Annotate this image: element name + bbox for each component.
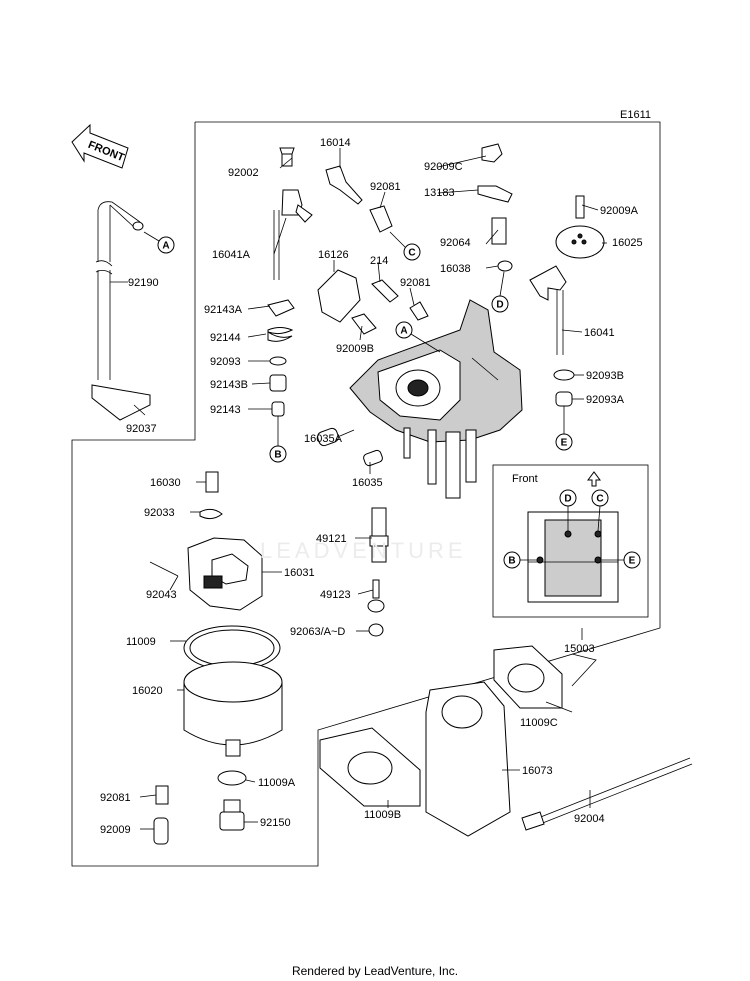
label-16073: 16073 xyxy=(522,765,553,777)
label-214: 214 xyxy=(370,255,388,267)
label-92144: 92144 xyxy=(210,332,241,344)
choke-lever-assembly xyxy=(267,147,313,417)
label-92093b: 92093B xyxy=(586,370,624,382)
label-13183: 13183 xyxy=(424,187,455,199)
diagram-code: E1611 xyxy=(620,109,651,121)
label-92143: 92143 xyxy=(210,404,241,416)
ref-a-body: A xyxy=(400,326,407,337)
label-16025: 16025 xyxy=(612,237,643,249)
watermark: LEADVENTURE xyxy=(260,538,467,563)
diaphragm-drawing xyxy=(317,269,361,323)
leader-lines xyxy=(110,148,607,830)
front-arrow-icon: FRONT xyxy=(71,123,129,169)
label-11009c: 11009C xyxy=(520,717,558,729)
drain-screw-drawing xyxy=(153,770,247,845)
intake-gaskets-drawing xyxy=(319,645,693,837)
label-92037: 92037 xyxy=(126,423,157,435)
label-16014: 16014 xyxy=(320,137,351,149)
pilot-screw-drawing xyxy=(325,165,393,233)
label-16038: 16038 xyxy=(440,263,471,275)
label-16035a: 16035A xyxy=(304,433,343,445)
bracket-15003 xyxy=(571,653,597,687)
float-bowl-assembly xyxy=(149,471,389,757)
inset-ref-b: B xyxy=(508,556,515,567)
ref-d: D xyxy=(496,300,503,311)
label-11009: 11009 xyxy=(126,636,156,648)
label-92033: 92033 xyxy=(144,507,175,519)
inset-title: Front xyxy=(512,473,538,485)
ref-e: E xyxy=(561,438,568,449)
label-92063: 92063/A~D xyxy=(290,626,345,638)
label-92081-a: 92081 xyxy=(370,181,401,193)
label-16035: 16035 xyxy=(352,477,383,489)
label-11009a: 11009A xyxy=(258,777,296,789)
label-15003: 15003 xyxy=(564,643,595,655)
label-16020: 16020 xyxy=(132,685,163,697)
label-92093: 92093 xyxy=(210,356,241,368)
label-92009a: 92009A xyxy=(600,205,639,217)
label-11009b: 11009B xyxy=(364,809,401,821)
label-16041a: 16041A xyxy=(212,249,251,261)
label-92143a: 92143A xyxy=(204,304,243,316)
part-labels: 16014 92002 92081 92009C 13183 92009A 16… xyxy=(100,137,643,836)
inset-ref-e: E xyxy=(629,556,636,567)
label-92043: 92043 xyxy=(146,589,177,601)
reference-markers: A C D A B E D C B E xyxy=(143,231,641,569)
inset-carburetor-drawing xyxy=(527,511,619,603)
screw-spring-drawing xyxy=(351,279,429,335)
ref-b: B xyxy=(274,450,281,461)
inset-ref-c: C xyxy=(596,494,603,505)
label-92143b: 92143B xyxy=(210,379,248,391)
label-49121: 49121 xyxy=(316,533,347,545)
label-92150: 92150 xyxy=(260,817,291,829)
label-92004: 92004 xyxy=(574,813,605,825)
throttle-lever-assembly xyxy=(477,143,605,407)
ref-a-hose: A xyxy=(162,241,169,252)
footer-credit: Rendered by LeadVenture, Inc. xyxy=(291,964,459,978)
label-92081-b: 92081 xyxy=(400,277,431,289)
label-16030: 16030 xyxy=(150,477,181,489)
label-92081-c: 92081 xyxy=(100,792,131,804)
label-92093a: 92093A xyxy=(586,394,625,406)
inset-box xyxy=(492,464,649,618)
ref-c: C xyxy=(408,248,415,259)
fuel-hose-drawing xyxy=(91,201,151,421)
label-92009b: 92009B xyxy=(336,343,374,355)
label-16126: 16126 xyxy=(318,249,349,261)
label-49123: 49123 xyxy=(320,589,351,601)
label-92002: 92002 xyxy=(228,167,259,179)
label-92009c: 92009C xyxy=(424,161,463,173)
label-16031: 16031 xyxy=(284,567,315,579)
label-16041: 16041 xyxy=(584,327,615,339)
carburetor-body-drawing xyxy=(317,299,523,499)
label-92064: 92064 xyxy=(440,237,471,249)
inset-ref-d: D xyxy=(564,494,571,505)
label-92190: 92190 xyxy=(128,277,159,289)
label-92009: 92009 xyxy=(100,824,131,836)
diagram-frame xyxy=(71,121,661,867)
inset-up-arrow-icon xyxy=(587,471,601,487)
